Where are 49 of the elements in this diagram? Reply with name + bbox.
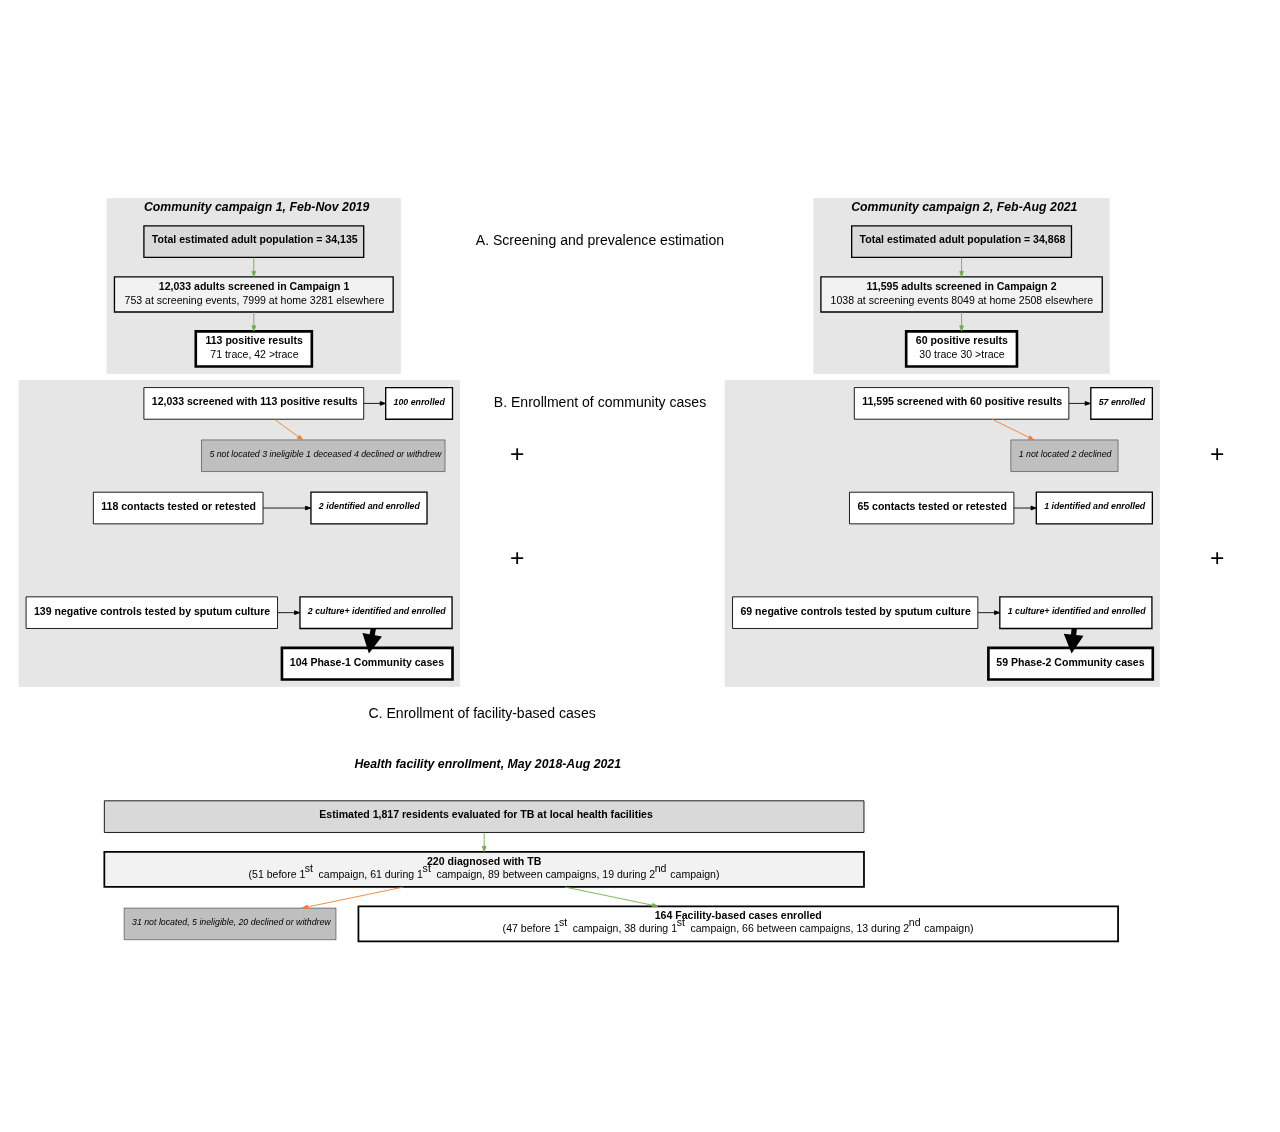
arrow xyxy=(251,256,257,277)
node-box: 60 positive results 30 trace 30 >trace xyxy=(904,329,1019,368)
cluster xyxy=(18,379,460,687)
arrow xyxy=(302,886,404,909)
arrow xyxy=(564,886,659,907)
arrow xyxy=(274,418,304,440)
node-box: 59 Phase-2 Community cases xyxy=(987,646,1155,681)
arrow xyxy=(959,256,964,277)
node-box: 65 contacts tested or retested xyxy=(849,491,1015,524)
arrow xyxy=(363,400,386,406)
arrow xyxy=(959,311,964,331)
label: + xyxy=(510,439,525,467)
node-box: 12,033 screened with 113 positive results xyxy=(143,386,365,420)
node-box: 118 contacts tested or retested xyxy=(92,491,264,524)
node-box: 1 culture+ identified and enrolled xyxy=(999,595,1153,629)
node-box: 31 not located, 5 ineligible, 20 declined or withdrew xyxy=(123,907,337,940)
node-box: 113 positive results 71 trace, 42 >trace xyxy=(194,329,314,368)
arrow xyxy=(251,311,257,331)
node-box: 11,595 screened with 60 positive results xyxy=(853,386,1070,420)
label: A. Screening and prevalence estimation xyxy=(475,231,725,248)
node-box: 69 negative controls tested by sputum culture xyxy=(732,595,979,629)
node-box: Total estimated adult population = 34,868 xyxy=(851,224,1073,258)
label: + xyxy=(1209,439,1225,467)
node-box: 11,595 adults screened in Campaign 2 1038 at screening events 8049 at home 2508 elsewhere xyxy=(820,275,1103,313)
label: + xyxy=(1209,543,1225,571)
label: C. Enrollment of facility-based cases xyxy=(368,704,596,721)
cluster xyxy=(724,379,1160,687)
node-box: 1 identified and enrolled xyxy=(1035,491,1153,524)
node-box: 104 Phase-1 Community cases xyxy=(280,646,454,681)
arrow xyxy=(991,418,1035,440)
arrow xyxy=(1013,505,1037,510)
label: Health facility enrollment, May 2018-Aug 2021 xyxy=(354,756,622,771)
node-box: 139 negative controls tested by sputum culture xyxy=(25,595,278,629)
node-box: 57 enrolled xyxy=(1090,386,1153,420)
node-box: 100 enrolled xyxy=(385,386,454,420)
node-box: 12,033 adults screened in Campaign 1 753 at screening events, 7999 at home 3281 elsewhere xyxy=(113,275,394,313)
node-box: Total estimated adult population = 34,135 xyxy=(143,224,365,258)
arrow xyxy=(977,609,1001,615)
label: + xyxy=(510,543,525,571)
node-box: 2 identified and enrolled xyxy=(310,491,428,524)
label: B. Enrollment of community cases xyxy=(493,393,707,410)
arrow xyxy=(1068,400,1091,406)
node-box: 2 culture+ identified and enrolled xyxy=(299,595,453,629)
node-box: Estimated 1,817 residents evaluated for TB at local health facilities xyxy=(103,799,865,833)
arrow xyxy=(277,609,301,615)
node-box: 1 not located 2 declined xyxy=(1010,439,1119,472)
arrow xyxy=(262,505,312,510)
node-box: 5 not located 3 ineligible 1 deceased 4 declined or withdrew xyxy=(201,439,446,472)
arrow xyxy=(481,831,487,852)
